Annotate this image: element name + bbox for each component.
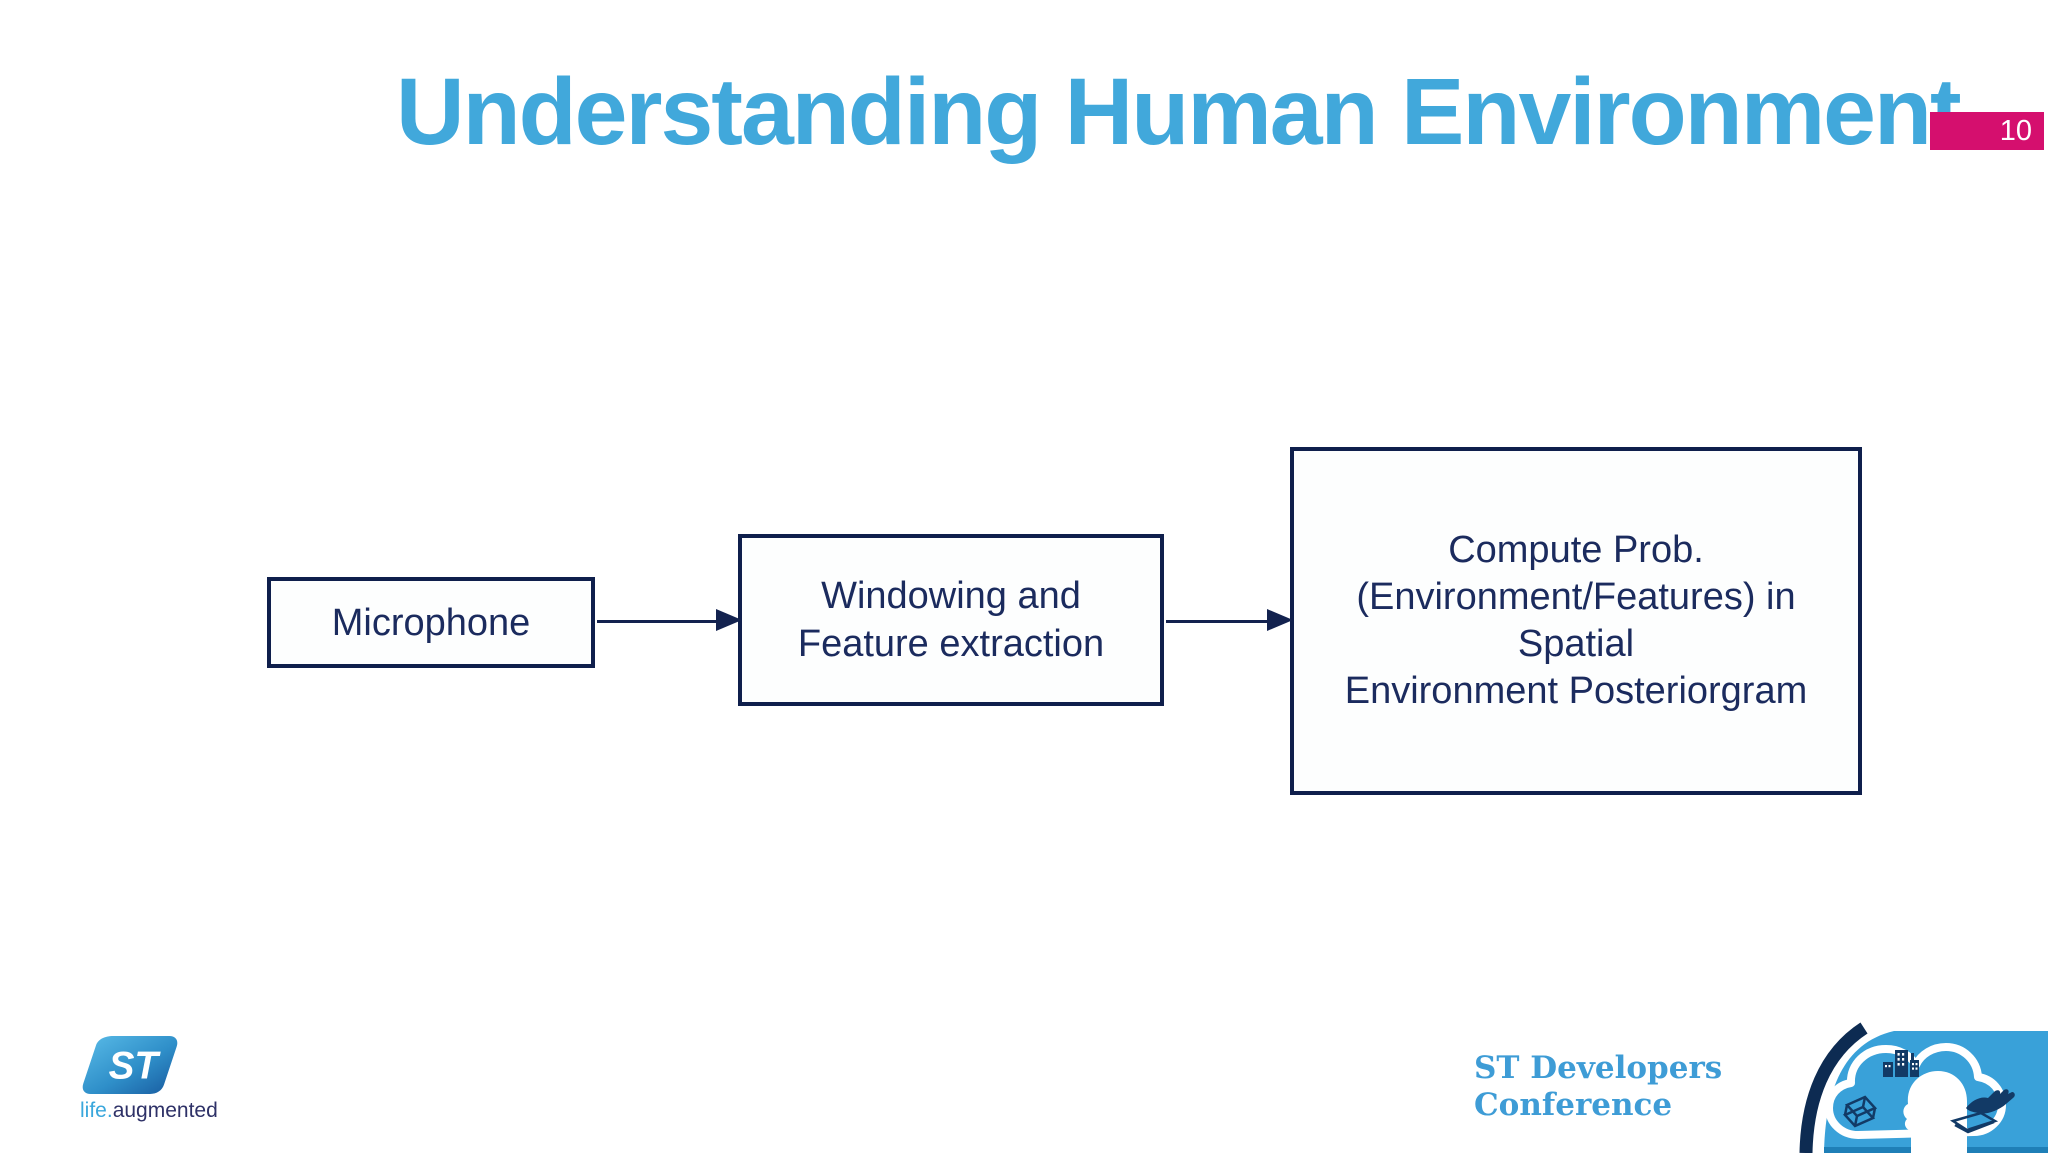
box-label-line: Compute Prob. — [1448, 529, 1704, 571]
diagram-box-compute-prob: Compute Prob. (Environment/Features) in … — [1290, 447, 1862, 795]
st-tagline: life.augmented — [80, 1099, 218, 1123]
conference-wordmark: ST Developers Conference — [1474, 1050, 1722, 1124]
st-logo-icon: ST — [82, 1036, 178, 1094]
box-label-line: (Environment/Features) in — [1356, 576, 1796, 618]
arrow-line — [1166, 620, 1270, 623]
cloud-graphic — [1799, 1022, 2048, 1153]
st-logo-letters: ST — [109, 1045, 162, 1088]
swoosh-arc-icon — [1799, 1022, 1868, 1153]
buildings-icon — [1883, 1050, 1919, 1077]
tagline-augmented: augmented — [112, 1099, 218, 1122]
box-label: Microphone — [331, 601, 531, 644]
box-label-line: Environment Posteriorgram — [1344, 670, 1808, 712]
box-label-line: Feature extraction — [797, 623, 1105, 665]
page-title: Understanding Human Environment — [396, 59, 1962, 165]
arrow-head-icon — [716, 609, 742, 631]
tagline-life: life. — [80, 1099, 113, 1122]
hand-icon — [1949, 1089, 2015, 1134]
arrow-head-icon — [1267, 609, 1293, 631]
arrow-line — [597, 620, 719, 623]
box-label-line: Windowing and — [821, 575, 1081, 617]
page-number-badge: 10 — [1930, 112, 2044, 150]
box-label-line: Spatial — [1517, 623, 1635, 665]
head-silhouette-icon — [1903, 1071, 1967, 1153]
diagram-box-microphone: Microphone — [267, 577, 595, 668]
cube-icon — [1842, 1095, 1878, 1128]
conference-line: ST Developers — [1474, 1050, 1723, 1086]
diagram-box-windowing: Windowing and Feature extraction — [738, 534, 1164, 706]
conference-line: Conference — [1474, 1087, 1673, 1123]
